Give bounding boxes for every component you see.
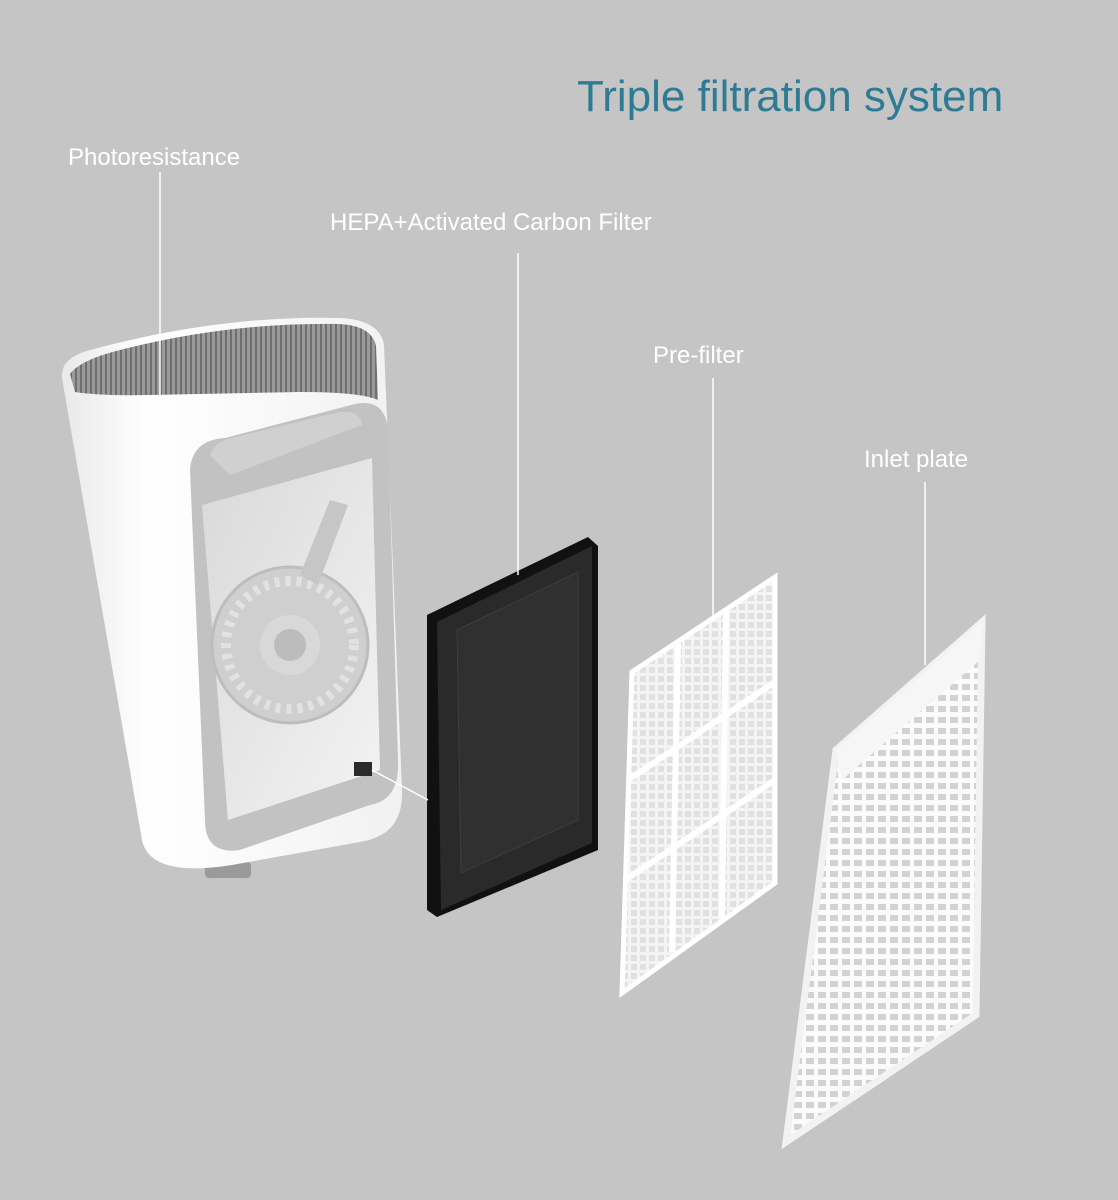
hepa-carbon-filter — [427, 537, 598, 917]
inlet-plate-label: Inlet plate — [864, 446, 969, 473]
photoresistance-label: Photoresistance — [68, 144, 241, 171]
pre-filter — [619, 572, 778, 998]
fan-icon — [210, 500, 370, 725]
leader-lines — [159, 172, 926, 801]
inlet-plate — [781, 614, 986, 1150]
page-title: Triple filtration system — [577, 72, 1004, 121]
hepa-filter-label: HEPA+Activated Carbon Filter — [330, 209, 652, 236]
prefilter-label: Pre-filter — [653, 342, 744, 369]
purifier-housing — [61, 317, 403, 878]
